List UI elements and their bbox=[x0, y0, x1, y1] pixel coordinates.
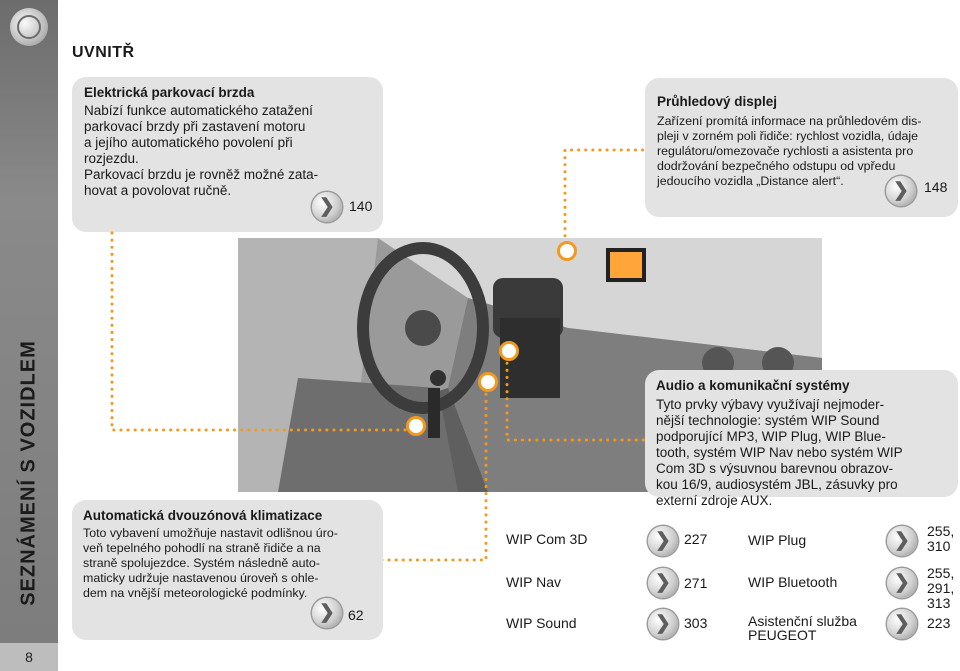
sidebar: SEZNÁMENÍ S VOZIDLEM 8 bbox=[0, 0, 58, 671]
hu-line-4: dodržování bezpečného odstupu od vpředu bbox=[657, 159, 896, 173]
head-up-page-ref[interactable]: 148 bbox=[924, 179, 948, 195]
parking-brake-page-ref[interactable]: 140 bbox=[349, 198, 373, 214]
chevron-right-icon[interactable] bbox=[648, 609, 678, 639]
chevron-right-icon[interactable] bbox=[648, 526, 678, 556]
chevron-right-icon[interactable] bbox=[887, 609, 917, 639]
ref-label: WIP Plug bbox=[748, 532, 807, 548]
pb-line-1: Nabízí funkce automatického zatažení bbox=[84, 103, 313, 118]
au-line-5: Com 3D s výsuvnou barevnou obrazov- bbox=[656, 461, 894, 476]
hu-line-2: pleji v zorném poli řidiče: rychlost voz… bbox=[657, 129, 919, 143]
pb-line-4: rozjezdu. bbox=[84, 151, 139, 166]
climate-box: Automatická dvouzónová klimatizace Toto … bbox=[72, 500, 383, 640]
au-line-3: podporující MP3, WIP Plug, WIP Blue- bbox=[656, 429, 886, 444]
hu-line-3: regulátoru/omezovače rychlosti a asisten… bbox=[657, 144, 914, 158]
side-title: SEZNÁMENÍ S VOZIDLEM bbox=[17, 340, 40, 606]
climate-title: Automatická dvouzónová klimatizace bbox=[83, 508, 323, 523]
ref-label: WIP Com 3D bbox=[506, 531, 588, 547]
marker-audio bbox=[499, 341, 519, 361]
parking-brake-title: Elektrická parkovací brzda bbox=[84, 85, 255, 100]
parking-brake-text: Nabízí funkce automatického zatažení par… bbox=[84, 103, 375, 199]
ref-label: Asistenční služba PEUGEOT bbox=[748, 613, 857, 643]
chevron-right-icon[interactable] bbox=[312, 192, 342, 222]
ref-page[interactable]: 223 bbox=[927, 615, 951, 631]
ref-page[interactable]: 227 bbox=[684, 531, 708, 547]
audio-box: Audio a komunikační systémy Tyto prvky v… bbox=[645, 370, 958, 508]
au-line-4: tooth, systém WIP Nav nebo systém WIP bbox=[656, 445, 903, 460]
ref-page[interactable]: 303 bbox=[684, 615, 708, 631]
ref-label: WIP Nav bbox=[506, 574, 561, 590]
marker-parking-brake bbox=[406, 416, 426, 436]
cl-line-2: veň tepelného pohodlí na straně řidiče a… bbox=[83, 541, 321, 555]
audio-text: Tyto prvky výbavy využívají nejmoder- ně… bbox=[656, 397, 948, 509]
cl-line-4: maticky udržuje nastavenou úroveň s ohle… bbox=[83, 571, 319, 585]
pb-line-6: hovat a povolovat ručně. bbox=[84, 183, 232, 198]
audio-title: Audio a komunikační systémy bbox=[656, 378, 850, 393]
hu-line-1: Zařízení promítá informace na průhledové… bbox=[657, 114, 922, 128]
chevron-right-icon[interactable] bbox=[887, 526, 917, 556]
marker-head-up bbox=[557, 241, 577, 261]
ref-label: WIP Bluetooth bbox=[748, 574, 838, 590]
head-up-text: Zařízení promítá informace na průhledové… bbox=[657, 114, 949, 189]
parking-brake-box: Elektrická parkovací brzda Nabízí funkce… bbox=[72, 77, 383, 232]
hu-line-5: jedoucího vozidla „Distance alert“. bbox=[657, 174, 844, 188]
page-number: 8 bbox=[0, 643, 58, 671]
cl-line-3: straně spolujezdce. Systém následně auto… bbox=[83, 556, 320, 570]
au-line-1: Tyto prvky výbavy využívají nejmoder- bbox=[656, 397, 885, 412]
head-up-title: Průhledový displej bbox=[657, 94, 778, 109]
marker-climate bbox=[478, 372, 498, 392]
chevron-right-icon[interactable] bbox=[312, 598, 342, 628]
au-line-6: kou 16/9, audiosystém JBL, zásuvky pro bbox=[656, 477, 898, 492]
pb-line-3: a jejího automatického povolení při bbox=[84, 135, 293, 150]
chevron-right-icon[interactable] bbox=[887, 568, 917, 598]
chevron-right-icon[interactable] bbox=[886, 176, 916, 206]
ref-page[interactable]: 255, 310 bbox=[927, 523, 955, 554]
climate-text: Toto vybavení umožňuje nastavit odlišnou… bbox=[83, 526, 375, 601]
pb-line-2: parkovací brzdy při zastavení motoru bbox=[84, 119, 306, 134]
cl-line-1: Toto vybavení umožňuje nastavit odlišnou… bbox=[83, 526, 338, 540]
pb-line-5: Parkovací brzdu je rovněž možné zata- bbox=[84, 167, 319, 182]
ref-page[interactable]: 255, 291, 313 bbox=[927, 565, 955, 611]
au-line-7: externí zdroje AUX. bbox=[656, 493, 773, 508]
chevron-right-icon[interactable] bbox=[648, 568, 678, 598]
ref-page[interactable]: 271 bbox=[684, 575, 708, 591]
climate-page-ref[interactable]: 62 bbox=[348, 607, 364, 623]
au-line-2: nější technologie: systém WIP Sound bbox=[656, 413, 880, 428]
cl-line-5: dem na vnější meteorologické podmínky. bbox=[83, 586, 308, 600]
ref-label: WIP Sound bbox=[506, 615, 577, 631]
head-up-display-box: Průhledový displej Zařízení promítá info… bbox=[645, 78, 958, 217]
page-heading: UVNITŘ bbox=[72, 44, 135, 61]
logo-icon bbox=[10, 8, 48, 46]
